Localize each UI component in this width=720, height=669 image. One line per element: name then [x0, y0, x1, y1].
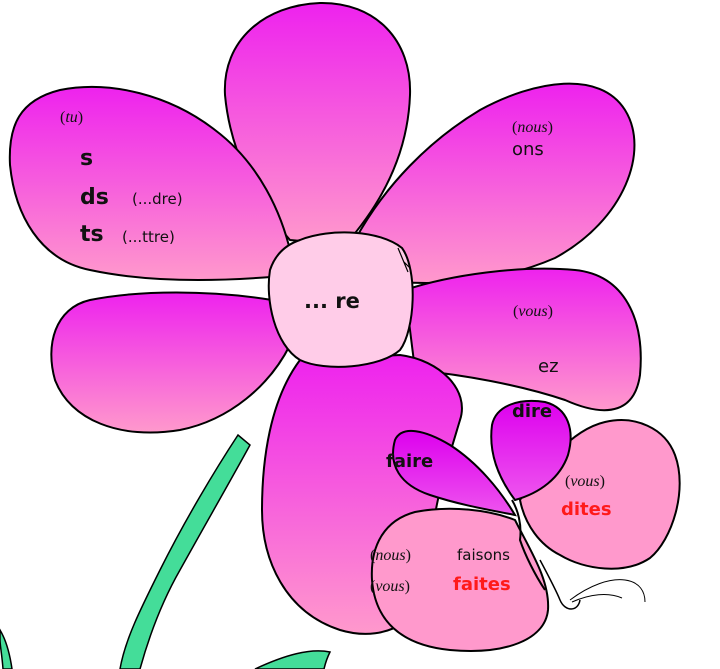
flower-center: [267, 231, 414, 368]
flower-center-label: ... re: [304, 289, 360, 313]
petal-vous: [403, 267, 642, 412]
form-faisons: faisons: [457, 546, 510, 564]
tu-pronoun-group: (tu): [60, 109, 84, 126]
tu-ending-s: s: [80, 146, 94, 171]
vous-ending: ez: [538, 356, 559, 377]
vous-faites-pronoun-group: (vous): [370, 578, 410, 595]
nous-faisons-pronoun: nous: [375, 547, 406, 564]
butterfly-wing-dire: [490, 399, 572, 502]
butterfly-wing-faisons: [370, 507, 550, 652]
form-dites: dites: [561, 499, 612, 520]
dire-pronoun-group: (vous): [565, 473, 605, 490]
nous-ending: ons: [512, 139, 544, 160]
tu-note-dre: (...dre): [132, 190, 183, 208]
butterfly-tail: [539, 559, 581, 610]
verb-faire: faire: [386, 451, 434, 472]
form-faites: faites: [453, 574, 511, 595]
nous-pronoun-group: (nous): [512, 119, 553, 136]
petal-left: [50, 291, 292, 434]
nous-pronoun: nous: [517, 119, 548, 136]
verb-dire: dire: [512, 401, 553, 422]
stem: [119, 433, 251, 669]
vous-pronoun: vous: [518, 303, 548, 320]
butterfly-body: [511, 499, 546, 591]
vous-pronoun-group: (vous): [513, 303, 553, 320]
tu-ending-ds: ds: [80, 185, 109, 210]
tu-pronoun: tu: [65, 109, 78, 126]
nous-faisons-pronoun-group: (nous): [370, 547, 411, 564]
leaf-left: [0, 628, 13, 669]
leaf-right: [254, 650, 332, 669]
tu-note-ttre: (...ttre): [122, 228, 175, 246]
petal-tu: [8, 85, 297, 281]
dire-pronoun: vous: [570, 473, 600, 490]
vous-faites-pronoun: vous: [375, 578, 405, 595]
petal-top: [223, 1, 412, 247]
butterfly-wing-faire: [392, 429, 518, 517]
butterfly-antenna: [569, 579, 646, 603]
tu-ending-ts: ts: [80, 222, 104, 247]
